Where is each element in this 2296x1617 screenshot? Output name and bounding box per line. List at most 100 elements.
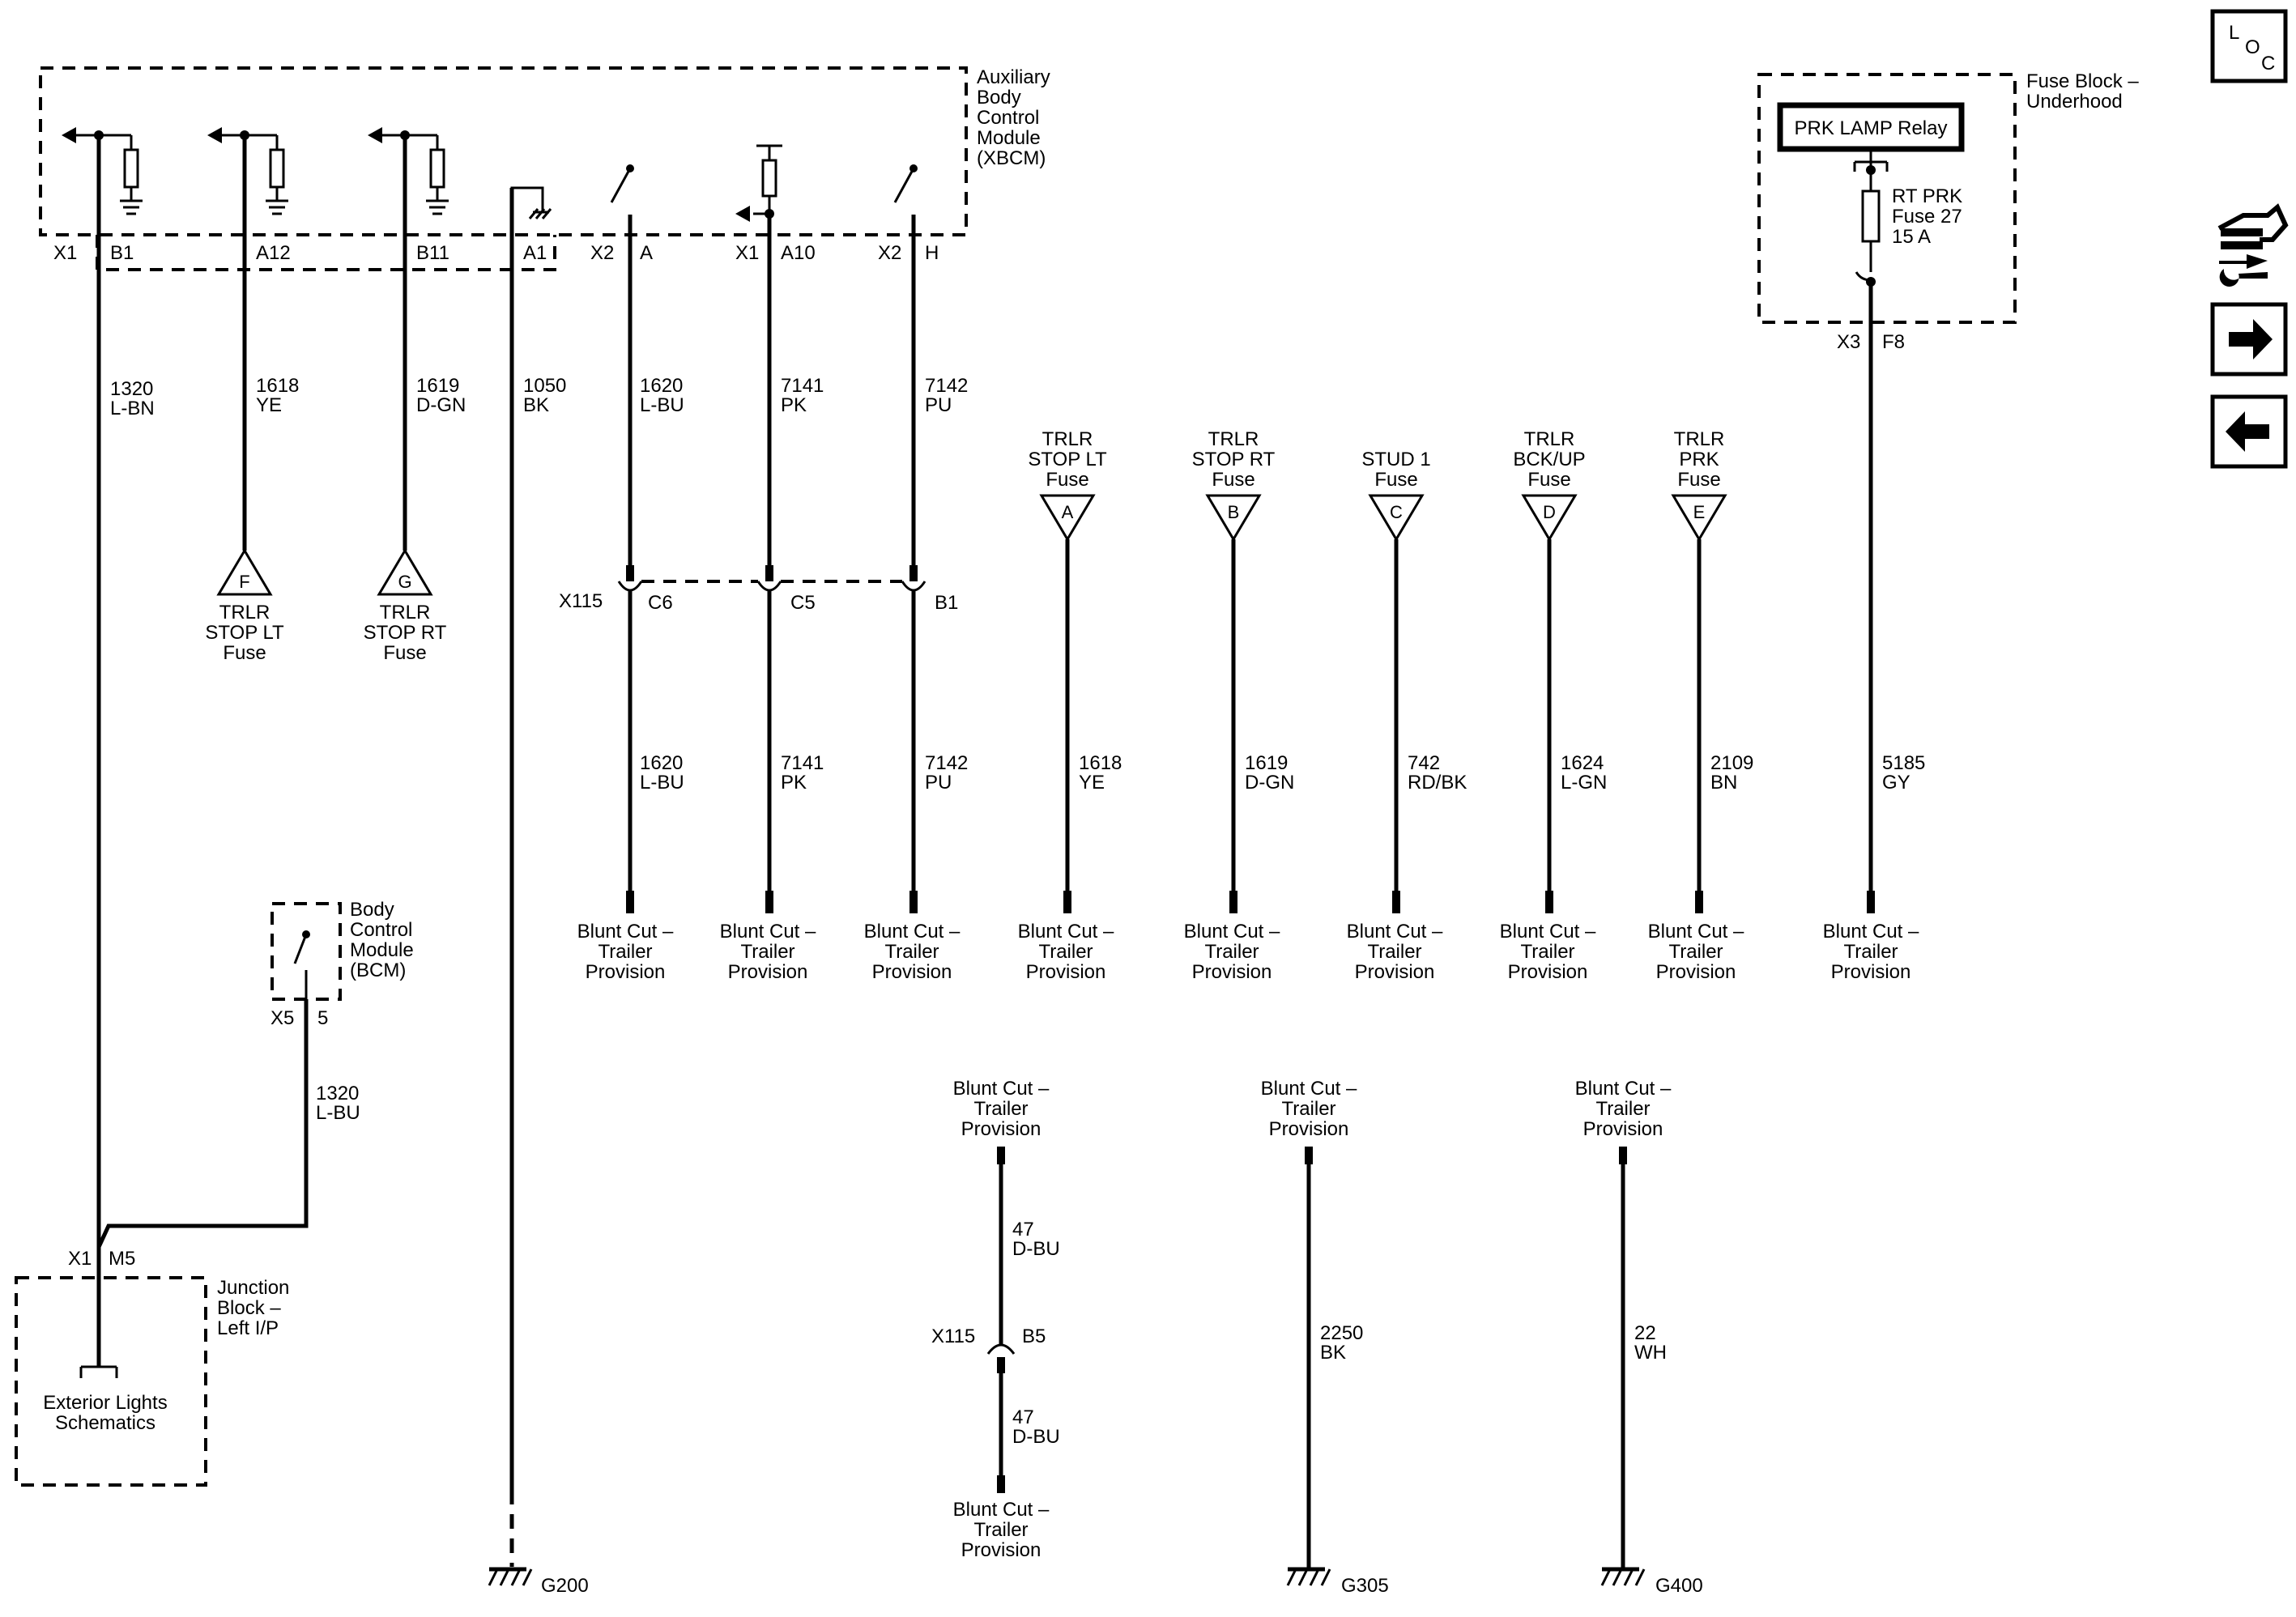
svg-text:1050: 1050 — [523, 375, 566, 397]
svg-text:(BCM): (BCM) — [350, 960, 406, 981]
blunt-cut-47-top: Blunt Cut – Trailer Provision — [953, 1078, 1050, 1140]
svg-text:Provision: Provision — [1583, 1118, 1663, 1140]
wire-1624-lgn: 1624 L-GN — [1545, 539, 1607, 913]
svg-text:Fuse: Fuse — [1046, 469, 1088, 491]
svg-text:Blunt Cut –: Blunt Cut – — [577, 921, 674, 943]
svg-text:Provision: Provision — [586, 961, 666, 983]
wire-5185-gy: 5185 GY — [1867, 282, 1925, 913]
svg-text:PU: PU — [925, 394, 952, 416]
svg-text:742: 742 — [1408, 752, 1440, 774]
wire-1320-lbu: 1320 L-BU — [96, 999, 360, 1249]
svg-text:Body: Body — [350, 899, 394, 921]
svg-text:D-BU: D-BU — [1012, 1238, 1060, 1260]
svg-text:Blunt Cut –: Blunt Cut – — [1648, 921, 1744, 943]
svg-text:7142: 7142 — [925, 752, 968, 774]
svg-text:BN: BN — [1710, 772, 1737, 794]
blunt-cut-742: Blunt Cut – Trailer Provision — [1347, 921, 1443, 983]
svg-text:Blunt Cut –: Blunt Cut – — [864, 921, 961, 943]
wire-7141-pk-top: 7141 PK — [765, 214, 824, 581]
svg-text:C5: C5 — [790, 592, 816, 614]
xbcm-output-a12 — [207, 127, 288, 215]
svg-text:YE: YE — [256, 394, 282, 416]
wire-7141-pk-bottom: 7141 PK — [765, 589, 824, 913]
svg-text:7142: 7142 — [925, 375, 968, 397]
svg-text:B1: B1 — [110, 242, 134, 264]
svg-text:B5: B5 — [1022, 1326, 1046, 1347]
svg-text:B: B — [1228, 502, 1240, 522]
fuse-ref-g: G TRLR STOP RT Fuse — [364, 548, 447, 664]
svg-text:Fuse: Fuse — [223, 642, 266, 664]
wire-2250-bk: 2250 BK — [1305, 1147, 1363, 1569]
svg-text:STUD 1: STUD 1 — [1361, 449, 1430, 470]
svg-text:BK: BK — [523, 394, 549, 416]
blunt-cut-2109: Blunt Cut – Trailer Provision — [1648, 921, 1744, 983]
svg-text:STOP LT: STOP LT — [205, 622, 284, 644]
connector-x115-b5: X115 B5 — [931, 1326, 1046, 1355]
svg-text:TRLR: TRLR — [380, 602, 431, 623]
svg-text:B1: B1 — [935, 592, 958, 614]
svg-text:BCK/UP: BCK/UP — [1513, 449, 1585, 470]
svg-text:Provision: Provision — [1831, 961, 1911, 983]
fuse-ref-c: STUD 1 Fuse C — [1361, 449, 1431, 542]
loc-button[interactable]: L O C — [2210, 9, 2288, 83]
svg-text:TRLR: TRLR — [219, 602, 270, 623]
back-arrow-button[interactable] — [2210, 394, 2288, 469]
svg-text:Provision: Provision — [1192, 961, 1272, 983]
svg-text:STOP RT: STOP RT — [364, 622, 447, 644]
svg-text:RT PRK: RT PRK — [1892, 185, 1962, 207]
svg-text:1619: 1619 — [416, 375, 459, 397]
forward-arrow-button[interactable] — [2210, 302, 2288, 377]
xbcm-output-b1 — [62, 127, 143, 215]
connector-tool-icon[interactable] — [2217, 203, 2289, 287]
back-arrow-icon — [2226, 411, 2269, 452]
svg-text:Module: Module — [350, 939, 414, 961]
svg-text:1618: 1618 — [256, 375, 299, 397]
fuse-ref-f: F TRLR STOP LT Fuse — [205, 548, 284, 664]
svg-text:Fuse: Fuse — [1374, 469, 1417, 491]
svg-text:Blunt Cut –: Blunt Cut – — [720, 921, 816, 943]
conn-x2-a: X2 — [590, 242, 614, 264]
svg-text:Fuse: Fuse — [1677, 469, 1720, 491]
svg-text:TRLR: TRLR — [1524, 428, 1575, 450]
xbcm-label-2: Body — [977, 87, 1021, 109]
svg-text:G400: G400 — [1655, 1575, 1703, 1597]
wire-7142-pu-bottom: 7142 PU — [909, 589, 968, 913]
svg-text:Provision: Provision — [1269, 1118, 1349, 1140]
conn-x5: X5 — [270, 1007, 294, 1029]
svg-text:TRLR: TRLR — [1042, 428, 1093, 450]
svg-text:L-GN: L-GN — [1561, 772, 1607, 794]
blunt-cut-5185: Blunt Cut – Trailer Provision — [1823, 921, 1919, 983]
blunt-cut-1618: Blunt Cut – Trailer Provision — [1018, 921, 1114, 983]
svg-text:Provision: Provision — [1355, 961, 1435, 983]
svg-text:STOP RT: STOP RT — [1192, 449, 1276, 470]
blunt-cut-7141: Blunt Cut – Trailer Provision — [720, 921, 816, 983]
svg-text:C6: C6 — [648, 592, 673, 614]
svg-text:Blunt Cut –: Blunt Cut – — [1184, 921, 1280, 943]
svg-text:Provision: Provision — [961, 1539, 1042, 1561]
wire-22-wh: 22 WH — [1619, 1147, 1667, 1569]
svg-text:X115: X115 — [931, 1326, 975, 1347]
wire-1620-lbu-top: 1620 L-BU — [626, 215, 684, 581]
blunt-cut-2250: Blunt Cut – Trailer Provision — [1261, 1078, 1357, 1140]
svg-text:2250: 2250 — [1320, 1322, 1363, 1344]
svg-text:1619: 1619 — [1245, 752, 1288, 774]
loc-letter-l: L — [2229, 22, 2239, 44]
svg-text:Blunt Cut –: Blunt Cut – — [1575, 1078, 1672, 1100]
xbcm-label-5: (XBCM) — [977, 147, 1046, 169]
svg-text:Trailer: Trailer — [1367, 941, 1421, 963]
svg-text:PU: PU — [925, 772, 952, 794]
svg-text:Blunt Cut –: Blunt Cut – — [1261, 1078, 1357, 1100]
blunt-cut-1620: Blunt Cut – Trailer Provision — [577, 921, 674, 983]
svg-text:Trailer: Trailer — [1595, 1098, 1650, 1120]
svg-text:E: E — [1693, 502, 1706, 522]
svg-text:Provision: Provision — [1026, 961, 1106, 983]
svg-text:1620: 1620 — [640, 375, 683, 397]
blunt-cut-7142: Blunt Cut – Trailer Provision — [864, 921, 961, 983]
svg-text:1320: 1320 — [110, 378, 153, 400]
conn-pin-m5: M5 — [109, 1248, 135, 1270]
svg-text:Fuse Block –: Fuse Block – — [2026, 70, 2139, 92]
svg-text:D: D — [1543, 502, 1556, 522]
svg-text:Fuse: Fuse — [1212, 469, 1254, 491]
svg-text:Trailer: Trailer — [1668, 941, 1723, 963]
conn-x2-h: X2 — [878, 242, 901, 264]
